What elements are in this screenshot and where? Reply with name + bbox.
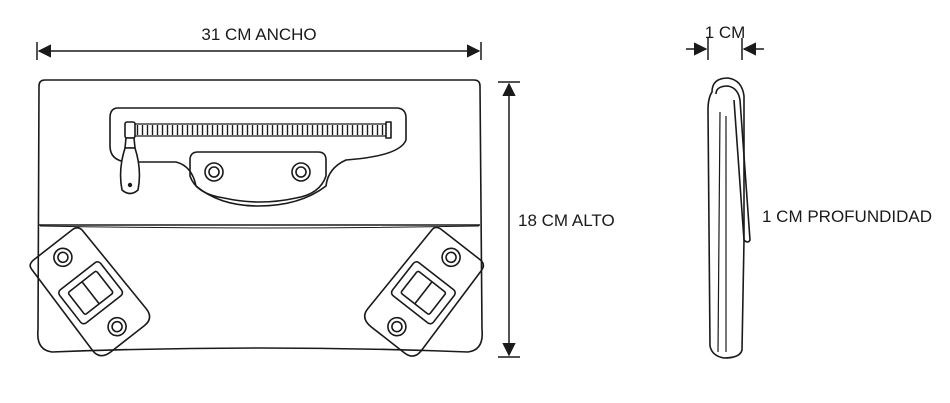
rivet-icon xyxy=(441,247,461,268)
buckle-icon xyxy=(390,261,456,325)
rivet-icon xyxy=(204,162,224,182)
width-dimension: 31 CM ANCHO xyxy=(36,25,482,60)
zipper-pocket xyxy=(109,107,407,207)
rivet-icon xyxy=(53,247,73,268)
depth-side-label: 1 CM PROFUNDIDAD xyxy=(762,207,932,226)
clutch-side-view: 1 CM PROFUNDIDAD xyxy=(707,77,932,359)
side-flap-outline xyxy=(715,85,751,243)
height-label: 18 CM ALTO xyxy=(518,211,615,230)
side-seam-left xyxy=(717,111,721,353)
depth-dimension: 1 CM xyxy=(686,23,764,60)
side-body-outline xyxy=(707,77,745,359)
rivet-icon xyxy=(387,316,407,337)
rivet-icon xyxy=(291,162,311,182)
clutch-body-outline xyxy=(36,79,484,353)
left-buckle-strap xyxy=(29,227,151,357)
clutch-front-view xyxy=(29,79,485,357)
zipper-end-stop xyxy=(385,121,392,139)
zipper-plate xyxy=(189,151,327,203)
depth-top-label: 1 CM xyxy=(705,23,746,42)
buckle-icon xyxy=(58,261,124,325)
right-buckle-strap xyxy=(363,226,485,357)
zipper-pull-icon xyxy=(119,121,141,195)
rivet-icon xyxy=(107,316,127,337)
height-dimension: 18 CM ALTO xyxy=(498,81,615,358)
clutch-flap-edge xyxy=(39,225,480,229)
width-label: 31 CM ANCHO xyxy=(201,25,316,44)
zipper-track xyxy=(128,125,389,135)
